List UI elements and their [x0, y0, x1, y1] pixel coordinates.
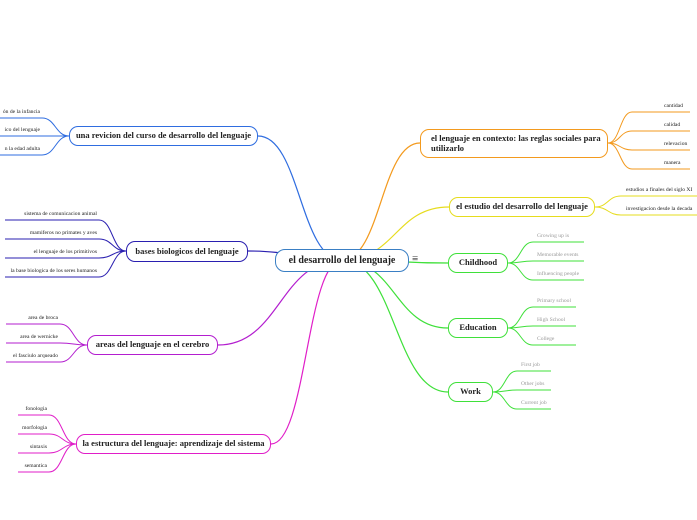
- topic-label: areas del lenguaje en el cerebro: [95, 339, 210, 350]
- leaf-connector: [41, 117, 70, 137]
- leaf-connector: [48, 443, 77, 473]
- leaf-item[interactable]: la base biologica de los seres humanos: [10, 268, 97, 274]
- leaf-connector: [41, 135, 70, 156]
- leaf-item[interactable]: manera: [664, 160, 681, 166]
- topic-revicion-curso[interactable]: una revicion del curso de desarrollo del…: [69, 126, 258, 146]
- connector: [341, 142, 421, 261]
- menu-lines-icon[interactable]: ≡: [412, 253, 419, 265]
- leaf-item[interactable]: el fasciulo arqueado: [12, 353, 58, 359]
- leaf-item[interactable]: cantidad: [664, 103, 683, 109]
- leaf-item[interactable]: ico del lenguaje: [4, 127, 40, 133]
- leaf-connector: [98, 250, 127, 278]
- central-topic-label: el desarrollo del lenguaje: [288, 255, 396, 266]
- topic-label: el lenguaje en contexto: las reglas soci…: [431, 133, 601, 153]
- topic-estructura-lenguaje[interactable]: la estructura del lenguaje: aprendizaje …: [76, 434, 271, 454]
- leaf-item[interactable]: relevacion: [664, 141, 688, 147]
- topic-education[interactable]: Education: [448, 318, 508, 338]
- leaf-connector: [594, 206, 622, 216]
- leaf-item[interactable]: n la edad adulta: [4, 146, 40, 152]
- leaf-item[interactable]: sintaxis: [29, 444, 47, 450]
- leaf-item[interactable]: Primary school: [537, 298, 572, 304]
- leaf-item[interactable]: el lenguaje de los primitivos: [33, 249, 97, 255]
- leaf-item[interactable]: Influencing people: [537, 271, 580, 277]
- leaf-connector: [59, 323, 88, 346]
- topic-label: el estudio del desarrollo del lenguaje: [456, 201, 588, 212]
- leaf-item[interactable]: estudios a finales del siglo XI: [626, 187, 693, 193]
- connector: [217, 259, 343, 346]
- leaf-connector: [507, 306, 534, 329]
- leaf-connector: [492, 391, 518, 410]
- leaf-connector: [607, 111, 633, 144]
- leaf-connector: [507, 327, 534, 346]
- leaf-item[interactable]: calidad: [664, 122, 681, 128]
- leaf-connector: [98, 219, 127, 252]
- leaf-connector: [507, 241, 534, 264]
- leaf-item[interactable]: semantica: [24, 463, 47, 469]
- leaf-item[interactable]: fonologia: [25, 406, 47, 412]
- leaf-item[interactable]: Memorable events: [537, 252, 579, 258]
- leaf-connector: [594, 195, 622, 208]
- topic-work[interactable]: Work: [448, 382, 493, 402]
- leaf-item[interactable]: investigacion desde la decada: [626, 206, 693, 212]
- leaf-connector: [59, 344, 88, 363]
- leaf-connector: [607, 142, 633, 170]
- leaf-item[interactable]: area de wernicke: [20, 334, 58, 340]
- leaf-item[interactable]: Growing up is: [537, 233, 570, 239]
- leaf-item[interactable]: Current job: [521, 400, 547, 406]
- central-topic[interactable]: el desarrollo del lenguaje: [275, 249, 409, 272]
- leaf-item[interactable]: ón de la infancia: [2, 109, 40, 115]
- topic-label: la estructura del lenguaje: aprendizaje …: [82, 438, 265, 449]
- leaf-item[interactable]: area de broca: [28, 315, 58, 321]
- topic-bases-biologicos[interactable]: bases biologicos del lenguaje: [126, 241, 248, 262]
- leaf-item[interactable]: First job: [521, 362, 540, 368]
- topic-label: Childhood: [458, 257, 498, 268]
- topic-estudio-desarrollo[interactable]: el estudio del desarrollo del lenguaje: [449, 197, 595, 217]
- leaf-connector: [507, 262, 534, 281]
- leaf-connector: [98, 238, 127, 252]
- leaf-connector: [492, 370, 518, 393]
- leaf-item[interactable]: morfologia: [22, 425, 47, 431]
- connector: [270, 259, 343, 445]
- leaf-item[interactable]: sistema de comunicacion animal: [24, 211, 97, 217]
- leaf-item[interactable]: College: [537, 336, 555, 342]
- connector: [257, 135, 343, 261]
- leaf-item[interactable]: mamiferos no primates y aves: [29, 230, 97, 236]
- topic-label: Education: [459, 322, 497, 333]
- topic-label: una revicion del curso de desarrollo del…: [75, 130, 252, 141]
- leaf-item[interactable]: High School: [537, 317, 566, 323]
- leaf-connector: [607, 130, 633, 144]
- topic-label: Work: [460, 386, 481, 397]
- topic-lenguaje-contexto[interactable]: el lenguaje en contexto: las reglas soci…: [420, 129, 608, 158]
- topic-areas-cerebro[interactable]: areas del lenguaje en el cerebro: [87, 335, 218, 355]
- leaf-connector: [48, 414, 77, 445]
- leaf-connector: [48, 433, 77, 445]
- topic-childhood[interactable]: Childhood: [448, 253, 508, 273]
- leaf-item[interactable]: Other jobs: [521, 381, 545, 387]
- topic-label: bases biologicos del lenguaje: [135, 245, 239, 256]
